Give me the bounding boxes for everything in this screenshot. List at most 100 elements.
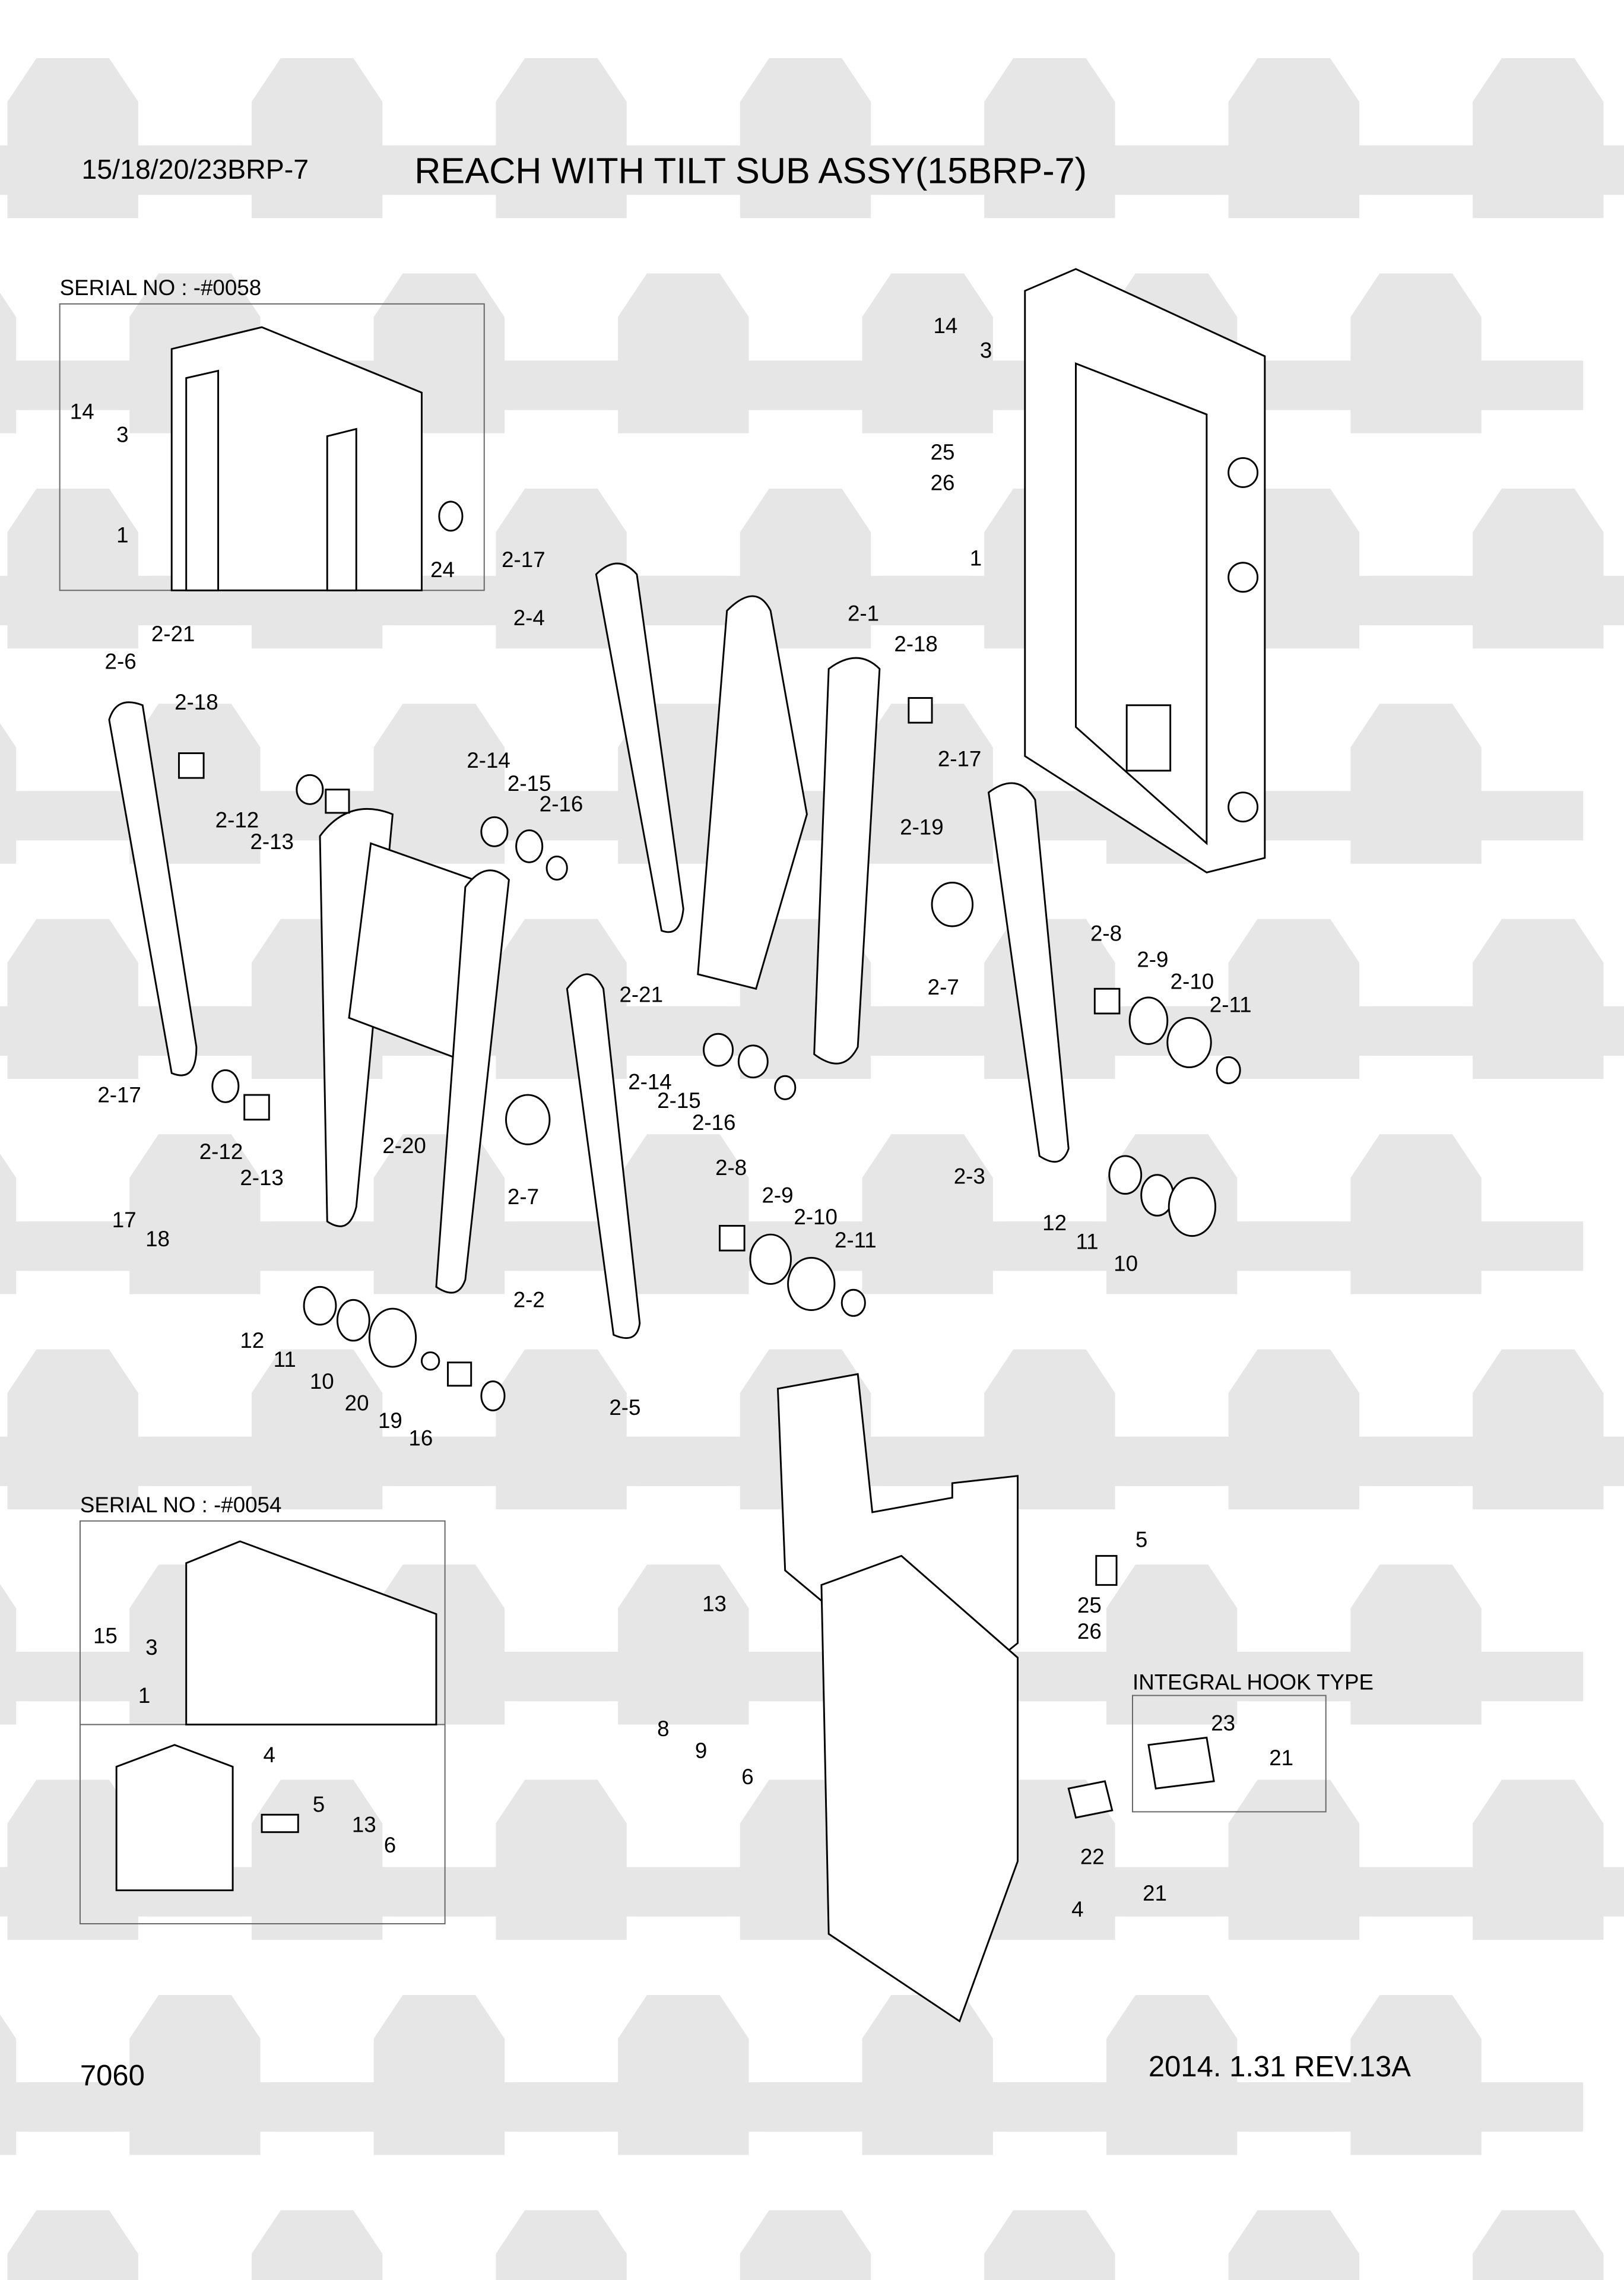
watermark-logo	[251, 2210, 383, 2280]
part-callout: 2-19	[900, 815, 944, 840]
part-callout: 21	[1143, 1881, 1167, 1905]
watermark-logo	[1371, 58, 1624, 218]
part-callout: 1	[138, 1683, 150, 1708]
watermark-logo	[1473, 2210, 1604, 2280]
inset-bottom-frame	[79, 1520, 446, 1924]
part-callout: 2-17	[938, 747, 982, 771]
watermark-logo	[1371, 1779, 1624, 1940]
model-label: 15/18/20/23BRP-7	[81, 154, 309, 185]
watermark-logo	[0, 1349, 240, 1510]
part-callout: 11	[1076, 1230, 1098, 1254]
part-callout: 25	[1077, 1593, 1102, 1617]
part-callout: 1	[970, 546, 982, 571]
part-callout: 23	[1211, 1711, 1235, 1735]
part-callout: 2-10	[794, 1205, 838, 1229]
part-callout: 2-7	[508, 1185, 539, 1209]
part-callout: 6	[384, 1833, 396, 1857]
part-callout: 12	[240, 1328, 264, 1353]
part-callout: 5	[1135, 1528, 1147, 1552]
carriage-frame-inset	[170, 326, 464, 591]
link-arms	[108, 562, 1070, 1340]
part-callout: 21	[1269, 1746, 1293, 1770]
hook-type-label: INTEGRAL HOOK TYPE	[1133, 1670, 1374, 1695]
part-callout: 18	[145, 1227, 170, 1251]
part-callout: 15	[93, 1623, 118, 1648]
part-callout: 2-17	[97, 1082, 141, 1107]
part-callout: 12	[1042, 1211, 1067, 1235]
page-title: REACH WITH TILT SUB ASSY(15BRP-7)	[414, 151, 1087, 191]
part-callout: 10	[1114, 1251, 1138, 1275]
part-callout: 2-13	[250, 829, 294, 854]
inset-bottom-parts	[115, 1540, 437, 1892]
part-callout: 3	[145, 1635, 157, 1660]
part-callout: 2-8	[715, 1155, 747, 1180]
part-callout: 2-18	[175, 690, 218, 714]
part-callout: 3	[980, 338, 992, 362]
watermark-logo	[1248, 1995, 1584, 2155]
part-callout: 9	[695, 1738, 707, 1763]
part-callout: 17	[112, 1208, 137, 1232]
watermark-logo	[1248, 1565, 1584, 1725]
part-callout: 14	[70, 399, 94, 423]
part-callout: 13	[352, 1813, 376, 1837]
part-callout: 8	[657, 1717, 669, 1741]
part-callout: 2-14	[628, 1069, 672, 1094]
carriage-frame	[1024, 268, 1266, 873]
part-callout: 2-11	[1210, 992, 1252, 1016]
part-callout: 2-4	[513, 606, 545, 630]
part-callout: 3	[116, 422, 128, 446]
watermark-logo	[984, 2210, 1115, 2280]
inset-bottom-label: SERIAL NO : -#0054	[80, 1493, 281, 1517]
part-callout: 1	[116, 522, 128, 547]
watermark-logo	[1228, 2210, 1360, 2280]
part-callout: 2-2	[513, 1288, 545, 1312]
revision-date: 2014. 1.31 REV.13A	[1149, 2051, 1411, 2083]
part-callout: 2-1	[848, 601, 879, 626]
part-callout: 2-14	[467, 748, 510, 772]
part-callout: 24	[430, 558, 455, 582]
watermark-logo	[27, 1134, 363, 1294]
part-callout: 2-21	[151, 622, 195, 646]
part-callout: 2-18	[894, 632, 938, 656]
part-callout: 2-17	[502, 547, 545, 572]
watermark-logo	[1248, 704, 1584, 864]
watermark-logo	[740, 2210, 871, 2280]
part-callout: 2-5	[609, 1395, 640, 1420]
watermark-logo	[1248, 273, 1584, 433]
part-callout: 2-11	[835, 1228, 877, 1252]
part-callout: 2-21	[620, 982, 664, 1006]
part-callout: 16	[408, 1426, 433, 1450]
part-callout: 2-16	[692, 1110, 736, 1135]
part-callout: 2-7	[928, 975, 959, 999]
part-callout: 2-13	[240, 1166, 284, 1190]
part-callout: 19	[378, 1408, 402, 1433]
part-callout: 4	[264, 1743, 275, 1767]
part-callout: 14	[933, 314, 957, 338]
watermark-logo	[1371, 488, 1624, 649]
part-callout: 20	[345, 1391, 369, 1416]
page-number: 7060	[80, 2060, 145, 2092]
part-callout: 2-6	[105, 650, 137, 674]
part-callout: 2-16	[540, 792, 583, 816]
watermark-logo	[1248, 1134, 1584, 1294]
hook-type-frame	[1132, 1695, 1327, 1813]
part-callout: 6	[741, 1765, 753, 1789]
part-callout: 2-20	[382, 1133, 426, 1158]
part-callout: 4	[1071, 1897, 1083, 1921]
part-callout: 2-3	[954, 1164, 985, 1188]
part-callout: 13	[702, 1591, 727, 1616]
watermark-logo	[496, 2210, 627, 2280]
part-callout: 2-12	[215, 808, 259, 832]
part-callout: 2-8	[1090, 921, 1122, 945]
part-callout: 2-9	[1137, 948, 1168, 972]
part-callout: 2-15	[508, 771, 551, 796]
washers-and-bushings	[178, 697, 1241, 1411]
part-callout: 5	[313, 1792, 325, 1816]
part-callout: 2-9	[762, 1183, 794, 1207]
tilt-bracket	[776, 1373, 1215, 2023]
part-callout: 2-15	[657, 1088, 701, 1113]
part-callout: 25	[931, 440, 955, 464]
